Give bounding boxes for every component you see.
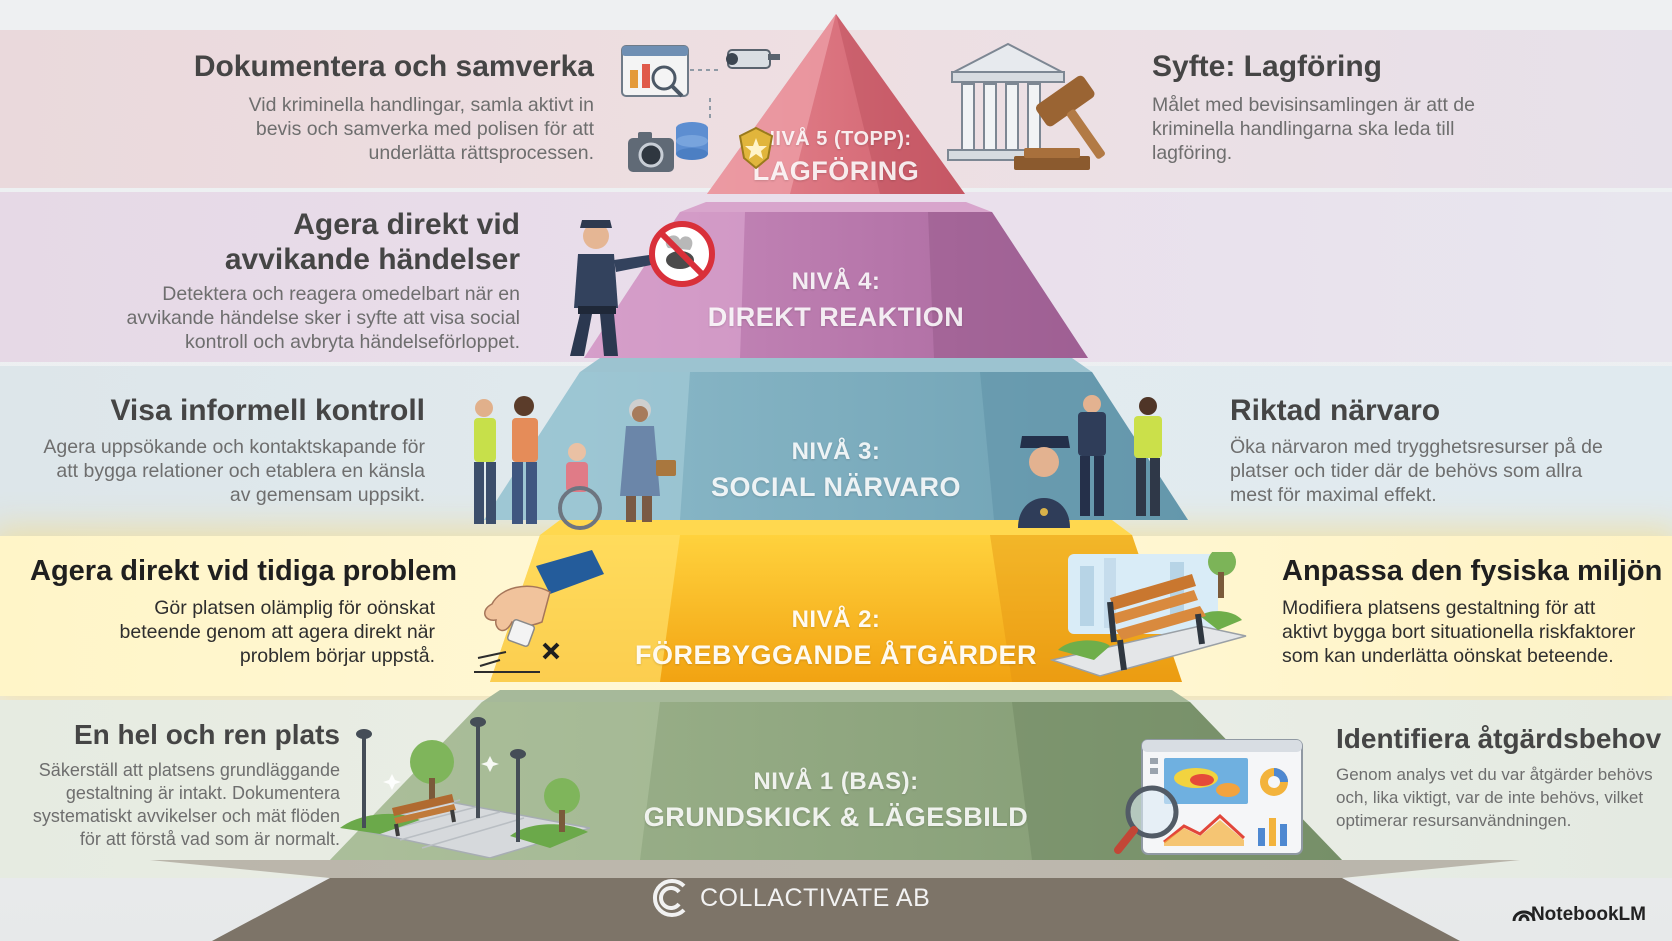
community-people-icon: [474, 396, 676, 530]
level-3-left-title: Visa informell kontroll: [110, 394, 425, 427]
level-5-right-block: Syfte: Lagföring Målet med bevisinsamlin…: [1152, 50, 1492, 165]
level-4-left-title-2: avvikande händelser: [224, 243, 520, 276]
level-4-left-title-1: Agera direkt vid: [293, 208, 520, 241]
level-4-label: NIVÅ 4: DIREKT REAKTION: [707, 268, 965, 332]
level-5-left-title: Dokumentera och samverka: [193, 50, 594, 83]
pyramid-base: [212, 878, 1460, 941]
level-2-right-title: Anpassa den fysiska miljön: [1282, 555, 1663, 587]
level-5-right-title: Syfte: Lagföring: [1152, 50, 1382, 83]
analytics-dashboard-icon: [1114, 739, 1303, 855]
park-path-icon: [340, 717, 590, 858]
park-bench-icon: [1050, 552, 1247, 677]
level-3-right-text: Öka närvaron med trygghetsresurser på de…: [1230, 436, 1603, 506]
level-5-left-text: Vid kriminella handlingar, samla aktivt …: [248, 94, 594, 164]
notebooklm-credit: NotebookLM: [1530, 904, 1646, 925]
level-4-left-block: Agera direkt vid avvikande händelser Det…: [80, 208, 520, 354]
level-3-label: NIVÅ 3: SOCIAL NÄRVARO: [710, 438, 962, 502]
notebooklm-logo-icon: [1512, 910, 1536, 922]
footer-brand: COLLACTIVATE AB: [700, 884, 931, 912]
level-2-block: [490, 520, 1182, 682]
level-3-right-block: Riktad närvaro Öka närvaron med trygghet…: [1230, 394, 1620, 507]
level-1-label: NIVÅ 1 (BAS): GRUNDSKICK & LÄGESBILD: [643, 768, 1029, 832]
level-2-left-title: Agera direkt vid tidiga problem: [30, 555, 458, 587]
security-guard-stop-icon: [570, 220, 715, 356]
level-4-left-text: Detektera och reagera omedelbart när en …: [126, 283, 520, 353]
evidence-collection-icon: [621, 45, 780, 172]
level-1-right-title: Identifiera åtgärdsbehov: [1336, 723, 1662, 754]
level-1-right-block: Identifiera åtgärdsbehov Genom analys ve…: [1336, 723, 1662, 832]
level-2-label: NIVÅ 2: FÖREBYGGANDE ÅTGÄRDER: [634, 606, 1037, 670]
courthouse-gavel-icon: [947, 42, 1105, 170]
level-2-right-text: Modifiera platsens gestaltning för att a…: [1282, 596, 1636, 667]
level-5-left-block: Dokumentera och samverka Vid kriminella …: [150, 50, 594, 165]
level-5-block: [707, 14, 965, 194]
level-2-left-block: Agera direkt vid tidiga problem Gör plat…: [30, 555, 458, 668]
level-2-left-text: Gör platsen olämplig för oönskat beteend…: [119, 596, 435, 667]
level-5-label: NIVÅ 5 (TOPP): LAGFÖRING: [752, 128, 920, 186]
collactivate-logo-icon: [652, 879, 686, 917]
level-1-left-title: En hel och ren plats: [73, 719, 340, 750]
police-guards-icon: [1018, 395, 1162, 528]
level-1-left-block: En hel och ren plats Säkerställ att plat…: [18, 719, 340, 851]
level-3-left-block: Visa informell kontroll Agera uppsökande…: [40, 394, 425, 507]
level-2-right-block: Anpassa den fysiska miljön Modifiera pla…: [1282, 555, 1663, 668]
level-3-right-title: Riktad närvaro: [1230, 394, 1441, 427]
hand-pickup-litter-icon: [474, 550, 604, 673]
level-3-left-text: Agera uppsökande och kontaktskapande för…: [43, 436, 425, 506]
level-1-left-text: Säkerställ att platsens grundläggande ge…: [32, 759, 340, 849]
level-5-right-text: Målet med bevisinsamlingen är att de kri…: [1152, 94, 1475, 164]
level-1-right-text: Genom analys vet du var åtgärder behövs …: [1336, 764, 1653, 830]
